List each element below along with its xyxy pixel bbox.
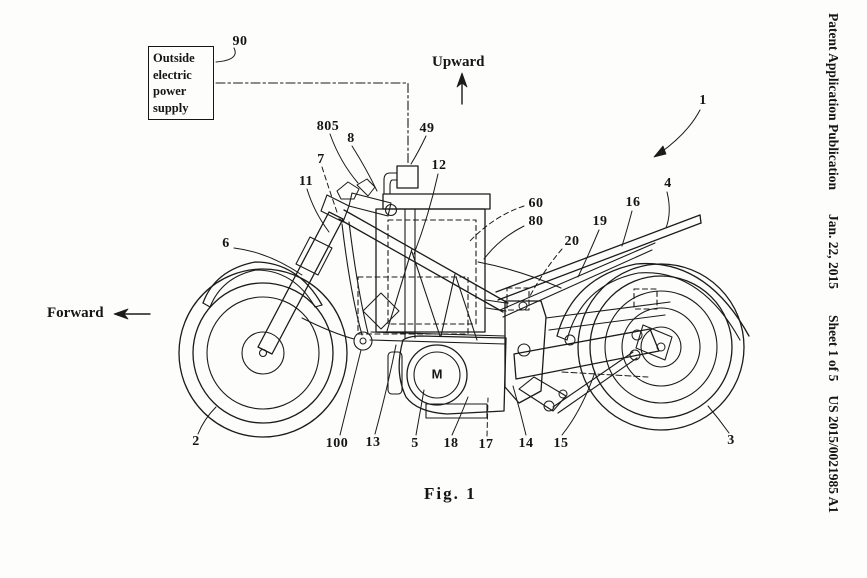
ref-label-7: 7 — [317, 152, 325, 167]
ref-label-3: 3 — [727, 433, 735, 448]
battery-box — [357, 193, 491, 339]
rear-wheel — [577, 263, 745, 431]
ref-label-49: 49 — [419, 121, 435, 136]
ref-label-11: 11 — [298, 174, 314, 189]
motor-unit — [387, 335, 507, 419]
leader-lines — [197, 47, 730, 437]
ref-label-100: 100 — [325, 436, 349, 451]
outside-power-supply-box: Outside electric power supply — [148, 46, 214, 120]
ref-label-805: 805 — [316, 119, 340, 134]
publication-header: Patent Application Publication Jan. 22, … — [821, 0, 867, 578]
front-fender — [202, 261, 323, 308]
forward-label: Forward — [47, 305, 104, 321]
ref-label-20: 20 — [564, 234, 580, 249]
motor-m-label: M — [431, 366, 443, 382]
ref-label-17: 17 — [478, 437, 494, 452]
ref-label-6: 6 — [222, 236, 230, 251]
sheet-info: Sheet 1 of 5 — [826, 315, 841, 382]
ref-label-90: 90 — [232, 34, 248, 49]
ref-label-5: 5 — [411, 436, 419, 451]
publication-date: Jan. 22, 2015 — [826, 214, 841, 290]
ref-label-1: 1 — [699, 93, 707, 108]
direction-arrows — [113, 72, 468, 320]
figure-caption: Fig. 1 — [424, 484, 477, 503]
ref-label-12: 12 — [431, 158, 447, 173]
ref-label-15: 15 — [553, 436, 569, 451]
ref-label-60: 60 — [528, 196, 544, 211]
ref-label-2: 2 — [192, 434, 200, 449]
charging-line — [215, 82, 419, 194]
swingarm-linkage — [504, 300, 673, 414]
ref-label-4: 4 — [664, 176, 672, 191]
publication-title: Patent Application Publication — [826, 13, 841, 191]
upward-label: Upward — [432, 54, 485, 70]
ref-label-14: 14 — [518, 436, 534, 451]
ref-label-16: 16 — [625, 195, 641, 210]
ref-label-18: 18 — [443, 436, 459, 451]
ref-label-8: 8 — [347, 131, 355, 146]
document-number: US 2015/0021985 A1 — [826, 395, 841, 514]
ref-label-19: 19 — [592, 214, 608, 229]
ref-label-13: 13 — [365, 435, 381, 450]
front-wheel — [178, 268, 348, 438]
ref-label-80: 80 — [528, 214, 544, 229]
